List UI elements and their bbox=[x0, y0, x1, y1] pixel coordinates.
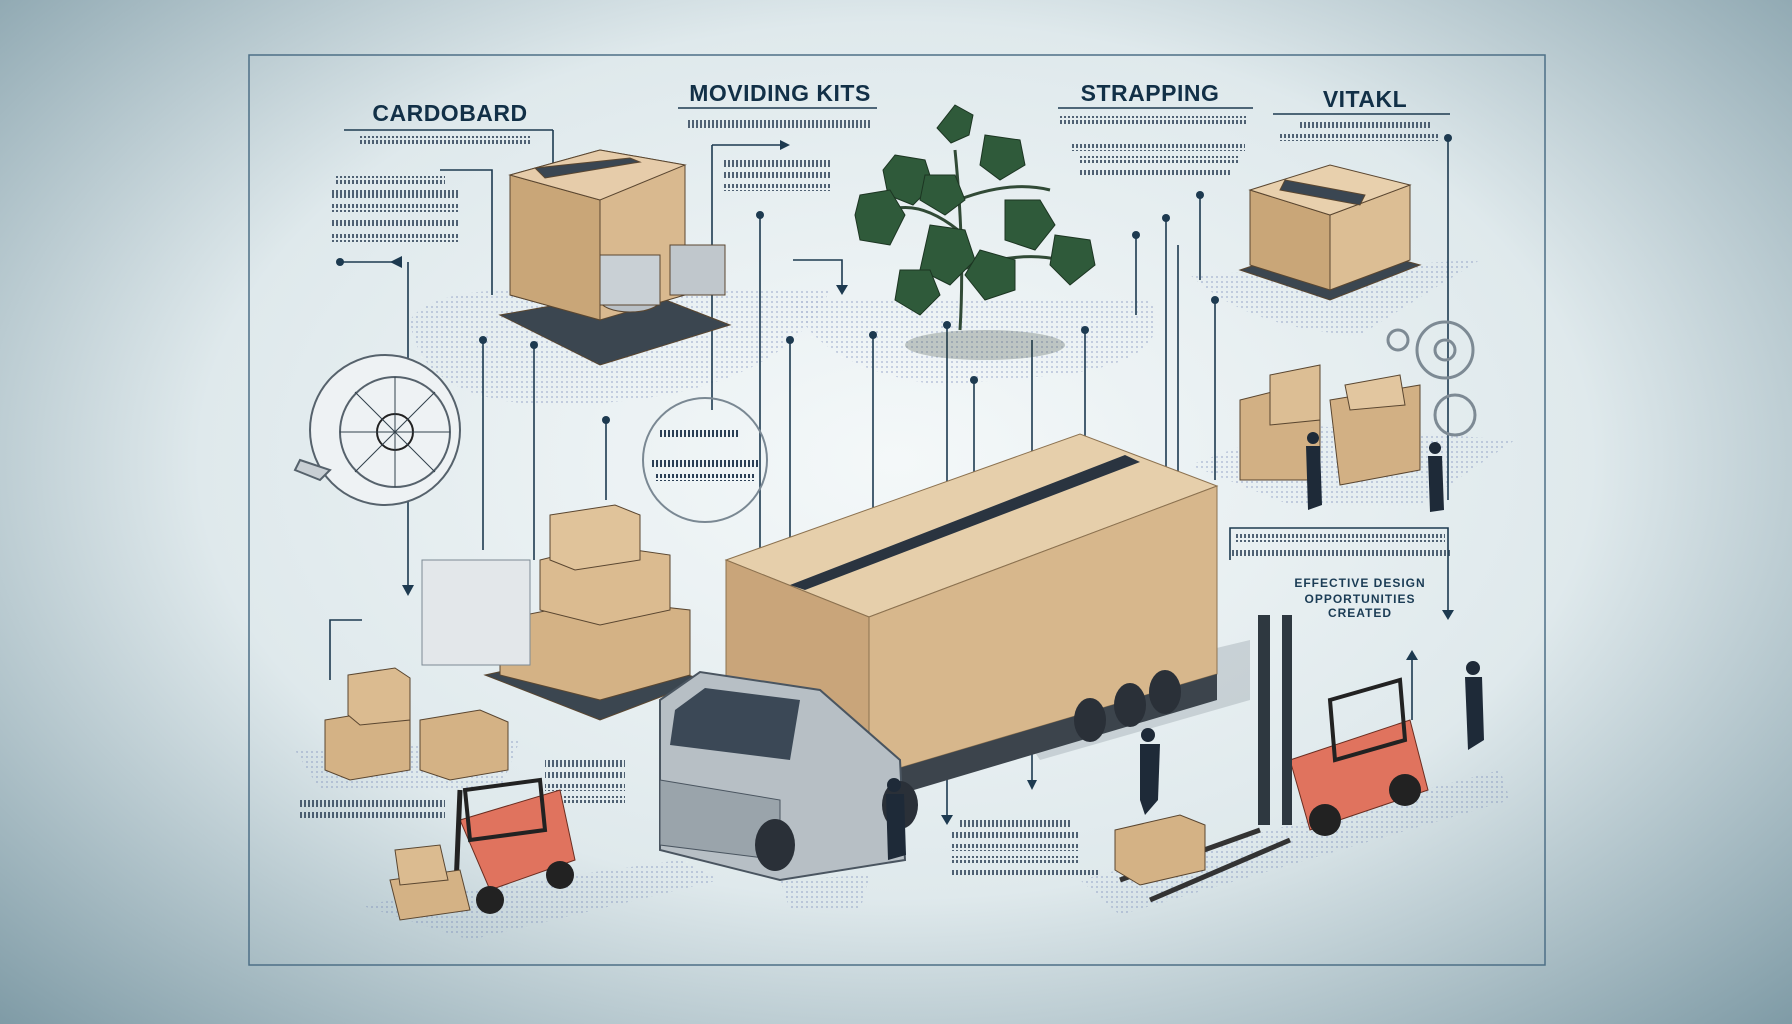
text-placeholder-lines bbox=[300, 116, 1450, 875]
floor-platforms bbox=[295, 260, 1515, 940]
cardboard-box-stacks bbox=[324, 149, 1422, 781]
heading-cardboard: CARDOBARD bbox=[372, 100, 528, 126]
caption-line-2: OPPORTUNITIES CREATED bbox=[1304, 592, 1416, 620]
forklift-left bbox=[389, 777, 576, 921]
heading-moving-kits: MOVIDING KITS bbox=[689, 80, 871, 106]
caption-line-1: EFFECTIVE DESIGN bbox=[1294, 576, 1426, 590]
heading-vitakl: VITAKL bbox=[1322, 86, 1408, 112]
gears-icon bbox=[1386, 320, 1477, 437]
plant-illustration bbox=[854, 104, 1096, 360]
connector-lines bbox=[329, 107, 1450, 815]
heading-strapping: STRAPPING bbox=[1080, 80, 1220, 106]
truck bbox=[659, 433, 1250, 882]
forklift-right bbox=[1114, 615, 1429, 903]
circle-callout bbox=[642, 397, 768, 523]
diagram-frame bbox=[248, 54, 1546, 966]
connector-dots bbox=[336, 134, 1454, 825]
cable-reel-machine bbox=[293, 354, 461, 506]
workers bbox=[886, 432, 1484, 860]
